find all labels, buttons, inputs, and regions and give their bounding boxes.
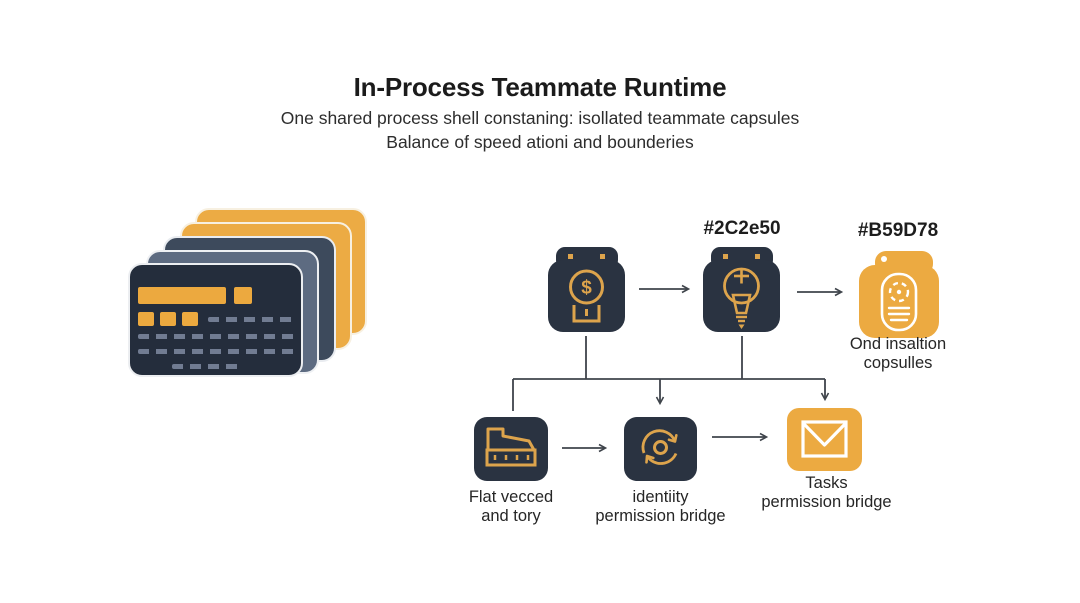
caption-line: permission bridge xyxy=(761,493,892,512)
sync-arrows-icon xyxy=(624,417,697,481)
node-identity-bridge xyxy=(624,417,697,481)
caption-line: Ond insaltion xyxy=(849,335,947,353)
card-chip-1 xyxy=(138,312,154,326)
caption-flat-record: Flat vecced and tory xyxy=(441,488,581,527)
envelope-icon xyxy=(787,408,862,471)
caption-line: and tory xyxy=(481,507,541,526)
node-flat-record xyxy=(474,417,548,481)
caption-identity-bridge: identiity permission bridge xyxy=(578,488,743,527)
card-text-dashes xyxy=(172,364,240,369)
svg-text:$: $ xyxy=(581,278,592,299)
lightbulb-capsule-icon xyxy=(703,247,780,332)
node-idea-capsule xyxy=(703,247,780,332)
caption-line: copsulles xyxy=(863,354,933,373)
hex-label-idea-capsule: #2C2e50 xyxy=(703,218,781,239)
stacked-card-front xyxy=(128,263,303,377)
dollar-capsule-icon: $ xyxy=(548,247,625,332)
caption-line: permission bridge xyxy=(595,507,726,526)
subtitle-line-1: One shared process shell constaning: iso… xyxy=(280,108,800,128)
card-text-dashes xyxy=(208,317,296,322)
node-capsule-card xyxy=(859,249,939,338)
subtitle-line-2: Balance of speed ationi and bounderies xyxy=(386,132,694,152)
page-title: In-Process Teammate Runtime xyxy=(353,72,727,102)
card-accent-bar xyxy=(138,287,226,304)
caption-capsule-card: Ond insaltion copsulles xyxy=(818,335,978,374)
card-text-dashes xyxy=(138,349,296,354)
caption-line: Tasks xyxy=(805,474,848,492)
caption-tasks-bridge: Tasks permission bridge xyxy=(744,474,909,513)
caption-line: Flat vecced xyxy=(468,488,554,506)
caption-line: identiity xyxy=(632,488,689,506)
card-chip-2 xyxy=(160,312,176,326)
node-tasks-bridge xyxy=(787,408,862,471)
card-text-dashes xyxy=(138,334,296,339)
node-money-capsule: $ xyxy=(548,247,625,332)
card-accent-square xyxy=(234,287,252,304)
card-chip-3 xyxy=(182,312,198,326)
hex-label-capsule-card: #B59D78 xyxy=(857,220,939,241)
folder-ruler-icon xyxy=(474,417,548,481)
profile-card-capsule-icon xyxy=(859,251,939,338)
